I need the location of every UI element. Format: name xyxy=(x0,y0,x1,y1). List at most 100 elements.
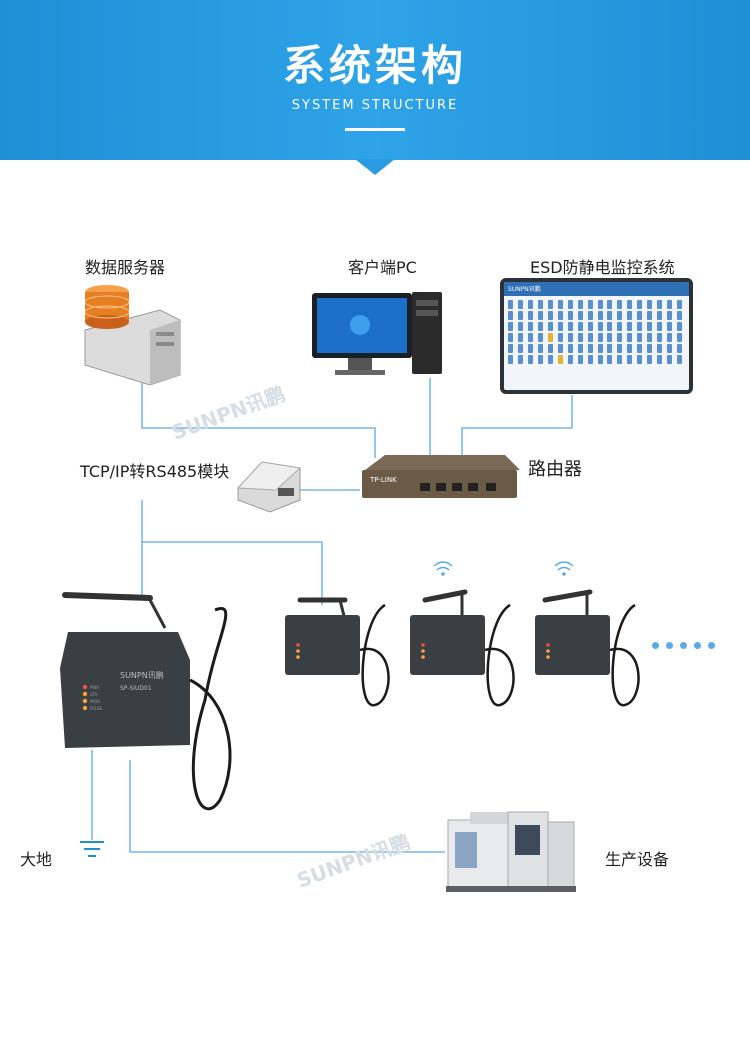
esd-monitor: SUNPN讯鹏 xyxy=(500,278,693,394)
monitor-cell xyxy=(627,322,633,331)
main-unit: SUNPN讯鹏 SP-SIUD01 PWR STA PASS FALSE xyxy=(60,592,232,811)
led-label-pwr: PWR xyxy=(90,685,99,690)
monitor-cell xyxy=(627,344,633,353)
monitor-cell xyxy=(567,333,573,342)
monitor-cell xyxy=(517,322,523,331)
sub-unit-1 xyxy=(285,597,390,707)
server-label: 数据服务器 xyxy=(85,258,166,277)
monitor-cell xyxy=(527,355,533,364)
monitor-cell xyxy=(587,322,593,331)
monitor-cell xyxy=(577,311,583,320)
ground-icon xyxy=(80,841,104,857)
monitor-cell xyxy=(667,311,673,320)
monitor-cell xyxy=(547,344,553,353)
monitor-cell xyxy=(597,311,603,320)
monitor-cell xyxy=(527,333,533,342)
monitor-cell xyxy=(637,355,643,364)
monitor-cell xyxy=(627,355,633,364)
monitor-cell xyxy=(617,333,623,342)
monitor-cell xyxy=(597,344,603,353)
monitor-cell xyxy=(597,355,603,364)
monitor-cell xyxy=(677,355,683,364)
monitor-cell xyxy=(627,311,633,320)
monitor-cell xyxy=(647,344,653,353)
sub-unit-2 xyxy=(410,589,515,707)
monitor-cell xyxy=(607,344,613,353)
monitor-cell xyxy=(617,300,623,309)
monitor-cell xyxy=(667,355,673,364)
monitor-cell xyxy=(657,355,663,364)
equipment-icon xyxy=(446,811,576,892)
monitor-header: SUNPN讯鹏 xyxy=(504,282,689,296)
monitor-cell xyxy=(587,311,593,320)
monitor-cell xyxy=(647,322,653,331)
watermark-1: SUNPN讯鹏 xyxy=(169,382,289,445)
monitor-cell xyxy=(637,300,643,309)
monitor-cell xyxy=(667,300,673,309)
line-main-equipment xyxy=(129,760,445,853)
banner-notch xyxy=(355,159,395,175)
monitor-cell xyxy=(577,322,583,331)
monitor-cell xyxy=(577,344,583,353)
line-server-router xyxy=(141,380,376,458)
monitor-cell xyxy=(517,344,523,353)
monitor-cell xyxy=(508,355,513,364)
monitor-cell xyxy=(617,355,623,364)
monitor-cell xyxy=(637,311,643,320)
connection-lines xyxy=(91,378,573,853)
dot xyxy=(680,642,687,649)
monitor-cell xyxy=(527,300,533,309)
monitor-cell xyxy=(557,300,563,309)
monitor-cell xyxy=(537,355,543,364)
monitor-cell xyxy=(607,300,613,309)
monitor-cell xyxy=(647,311,653,320)
monitor-cell xyxy=(527,344,533,353)
monitor-cell xyxy=(597,322,603,331)
monitor-cell xyxy=(607,311,613,320)
monitor-cell xyxy=(557,311,563,320)
monitor-cell xyxy=(587,355,593,364)
monitor-cell xyxy=(677,344,683,353)
led-label-sta: STA xyxy=(90,692,98,697)
ground-label: 大地 xyxy=(20,850,53,869)
monitor-cell xyxy=(557,333,563,342)
monitor-cell xyxy=(607,322,613,331)
monitor-cell xyxy=(627,333,633,342)
monitor-cell xyxy=(627,300,633,309)
monitor-cell xyxy=(587,300,593,309)
monitor-cell xyxy=(577,355,583,364)
monitor-cell xyxy=(557,355,563,364)
main-unit-model: SP-SIUD01 xyxy=(120,685,152,692)
monitor-cell xyxy=(657,311,663,320)
monitor-cell xyxy=(537,333,543,342)
monitor-cell xyxy=(567,300,573,309)
pc-icon xyxy=(312,292,442,375)
monitor-cell xyxy=(607,333,613,342)
monitor-cell xyxy=(537,344,543,353)
monitor-cell xyxy=(527,311,533,320)
monitor-cell xyxy=(508,300,513,309)
monitor-cell xyxy=(657,333,663,342)
dot xyxy=(666,642,673,649)
monitor-cell xyxy=(508,333,513,342)
monitor-cell xyxy=(617,344,623,353)
monitor-cell xyxy=(517,300,523,309)
monitor-cell xyxy=(617,311,623,320)
page-title: 系统架构 xyxy=(282,41,467,90)
monitor-cell xyxy=(537,300,543,309)
esd-system-label: ESD防静电监控系统 xyxy=(530,258,675,277)
monitor-cell xyxy=(547,355,553,364)
line-converter-bus xyxy=(141,500,323,605)
monitor-cell xyxy=(567,355,573,364)
monitor-cell xyxy=(657,300,663,309)
monitor-cell xyxy=(547,333,553,342)
monitor-cell xyxy=(547,311,553,320)
monitor-cell xyxy=(637,344,643,353)
dot xyxy=(652,642,659,649)
monitor-cell xyxy=(517,355,523,364)
monitor-grid xyxy=(504,296,689,368)
wifi-icon-1 xyxy=(433,561,453,576)
router-icon: TP-LINK xyxy=(362,455,520,498)
wifi-icon-2 xyxy=(554,561,574,576)
dot xyxy=(694,642,701,649)
